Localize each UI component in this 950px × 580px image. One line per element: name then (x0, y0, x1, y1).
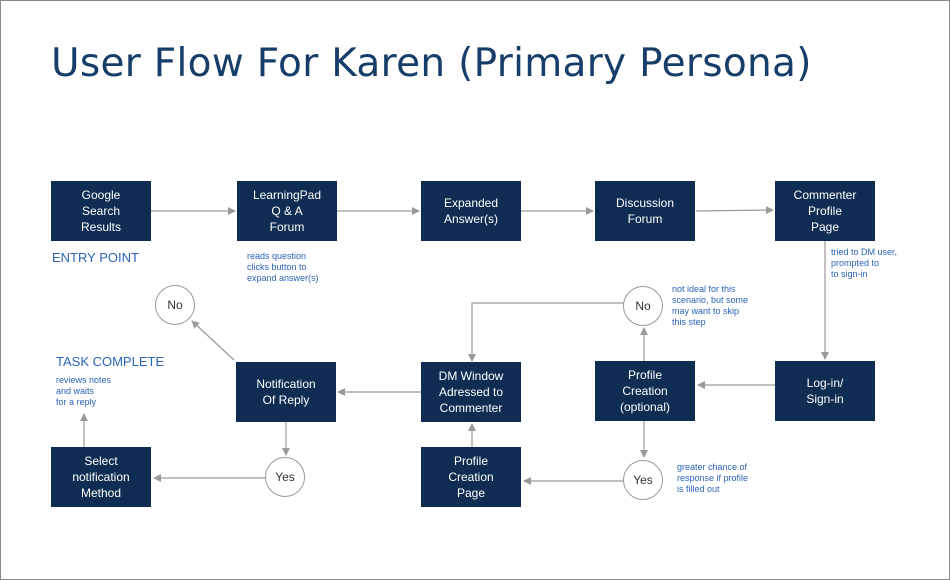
node-select-notification-method: Select notification Method (51, 447, 151, 507)
note-reviews-notes: reviews notes and waits for a reply (56, 375, 112, 407)
arrow-no-to-dm-window (468, 302, 624, 362)
decision-no-left: No (155, 285, 195, 325)
page-title: User Flow For Karen (Primary Persona) (51, 41, 812, 86)
note-greater-chance: greater chance of response if profile is… (677, 462, 749, 494)
task-complete-label: TASK COMPLETE (56, 354, 165, 369)
node-dm-window: DM Window Adressed to Commenter (421, 362, 521, 422)
node-expanded-answers: Expanded Answer(s) (421, 181, 521, 241)
node-notification-of-reply: Notification Of Reply (236, 362, 336, 422)
note-reads-question: reads question clicks button to expand a… (247, 251, 319, 283)
node-commenter-profile-page: Commenter Profile Page (775, 181, 875, 241)
node-learningpad-forum: LearningPad Q & A Forum (237, 181, 337, 241)
note-tried-dm: tried to DM user, prompted to to sign-in (831, 247, 898, 279)
decision-yes-left: Yes (265, 457, 305, 497)
node-login-signin: Log-in/ Sign-in (775, 361, 875, 421)
node-discussion-forum: Discussion Forum (595, 181, 695, 241)
decision-yes-right: Yes (623, 460, 663, 500)
decision-no-right: No (623, 286, 663, 326)
node-profile-creation-optional: Profile Creation (optional) (595, 361, 695, 421)
arrow-notification-to-no (191, 320, 235, 361)
node-profile-creation-page: Profile Creation Page (421, 447, 521, 507)
node-google-search-results: Google Search Results (51, 181, 151, 241)
entry-point-label: ENTRY POINT (52, 250, 139, 265)
note-not-ideal: not ideal for this scenario, but some ma… (672, 284, 749, 327)
arrow-discussion-to-commenter (695, 206, 774, 215)
